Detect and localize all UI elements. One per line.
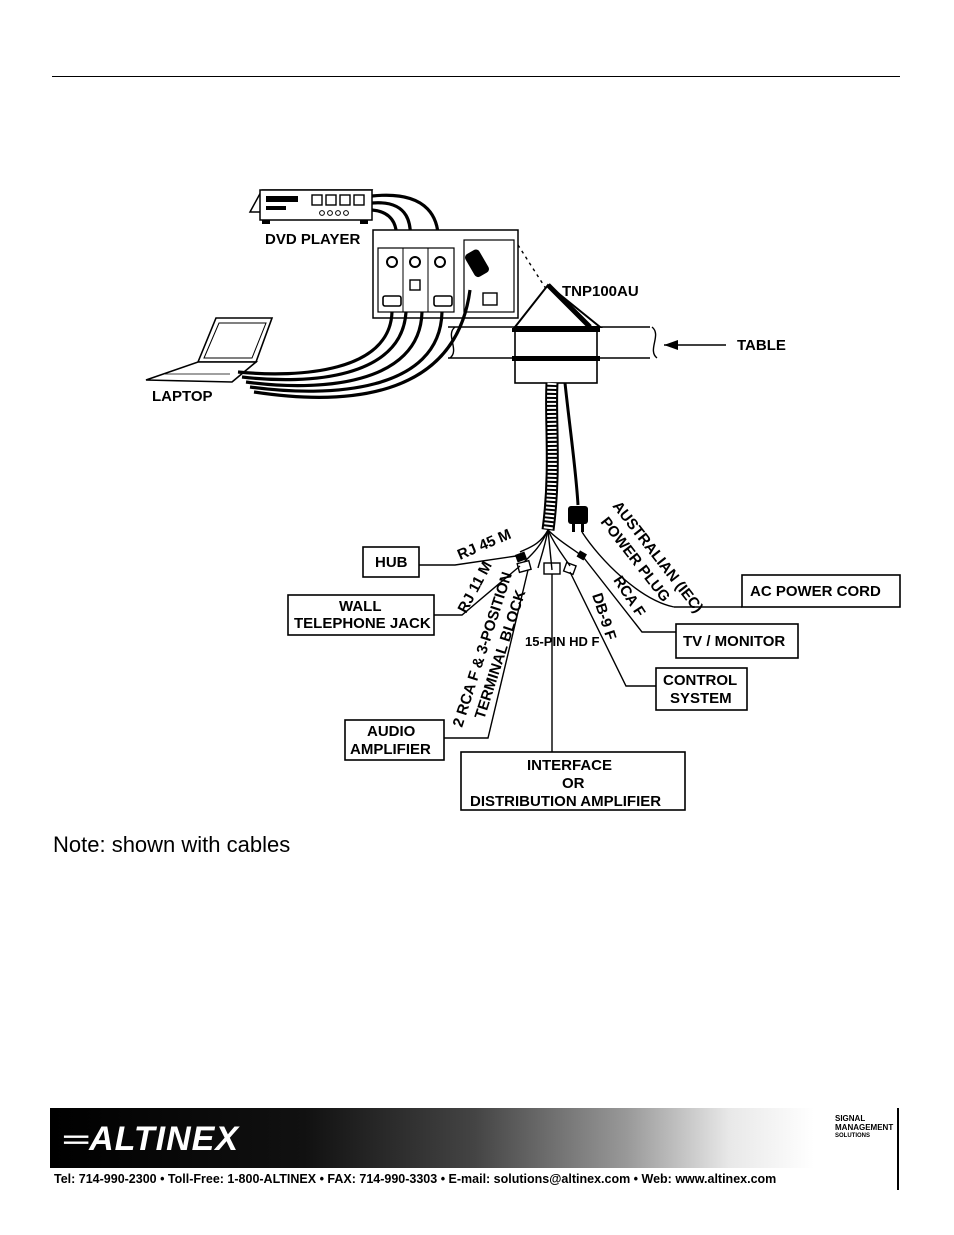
tv-monitor-box xyxy=(675,623,799,659)
header-rule xyxy=(52,76,900,77)
interface-label-2: OR xyxy=(562,775,585,792)
interface-label-3: DISTRIBUTION AMPLIFIER xyxy=(470,793,661,810)
control-label-1: CONTROL xyxy=(663,672,737,689)
hd15-label: 15-PIN HD F xyxy=(525,634,599,649)
dvd-player-icon xyxy=(248,189,374,224)
hub-box xyxy=(362,546,420,578)
laptop-icon xyxy=(145,317,274,383)
tnp100au-label: TNP100AU xyxy=(562,283,639,300)
interface-label-1: INTERFACE xyxy=(527,757,612,774)
ac-power-label: AC POWER CORD xyxy=(750,583,881,600)
dvd-player-label: DVD PLAYER xyxy=(265,231,360,248)
table-label: TABLE xyxy=(737,337,786,354)
badge-line-1: SIGNAL xyxy=(835,1114,866,1123)
footer: ═ALTINEX SIGNAL MANAGEMENT SOLUTIONS Tel… xyxy=(50,1108,899,1190)
laptop-label: LAPTOP xyxy=(152,388,213,405)
control-label-2: SYSTEM xyxy=(670,690,732,707)
audio-amplifier-box xyxy=(344,719,445,761)
note-text: Note: shown with cables xyxy=(53,832,291,857)
signal-management-badge: SIGNAL MANAGEMENT SOLUTIONS xyxy=(835,1114,895,1158)
badge-line-2: MANAGEMENT xyxy=(835,1123,894,1132)
control-system-box xyxy=(655,667,748,711)
hub-label: HUB xyxy=(375,554,408,571)
wall-jack-label-1: WALL xyxy=(339,598,382,615)
audio-amp-label-2: AMPLIFIER xyxy=(350,741,431,758)
badge-line-3: SOLUTIONS xyxy=(835,1133,871,1139)
footer-banner xyxy=(50,1108,899,1168)
table xyxy=(448,283,658,384)
contact-line: Tel: 714-990-2300 • Toll-Free: 1-800-ALT… xyxy=(54,1172,777,1186)
connection-diagram: DVD PLAYER TNP100AU TABLE xyxy=(145,189,901,811)
interface-box xyxy=(460,751,686,811)
audio-amp-label-1: AUDIO xyxy=(367,723,416,740)
tv-monitor-label: TV / MONITOR xyxy=(683,633,785,650)
cable-bundle xyxy=(541,382,588,532)
tnp100au-plate xyxy=(372,229,519,319)
ac-power-cord-box xyxy=(741,574,901,608)
altinex-logo: ═ALTINEX xyxy=(64,1120,240,1158)
footer-edge xyxy=(897,1108,899,1190)
wall-jack-label-2: TELEPHONE JACK xyxy=(294,615,431,632)
